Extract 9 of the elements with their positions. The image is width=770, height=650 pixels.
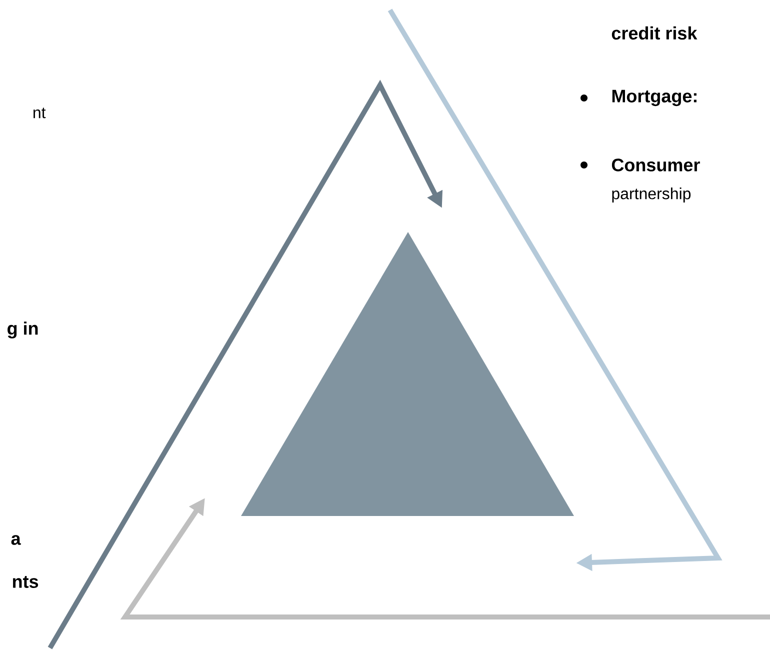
- triangle-shape: [241, 232, 574, 516]
- label-text: g in: [8, 322, 38, 338]
- label-text: a: [11, 535, 21, 545]
- label-text: Consumer: [612, 158, 700, 172]
- label-text: Mortgage:: [612, 90, 696, 106]
- label-text: credit risk: [612, 26, 698, 40]
- label-text: partnership: [612, 188, 691, 202]
- label-text: nts: [13, 576, 38, 588]
- label-text: nt: [34, 108, 46, 118]
